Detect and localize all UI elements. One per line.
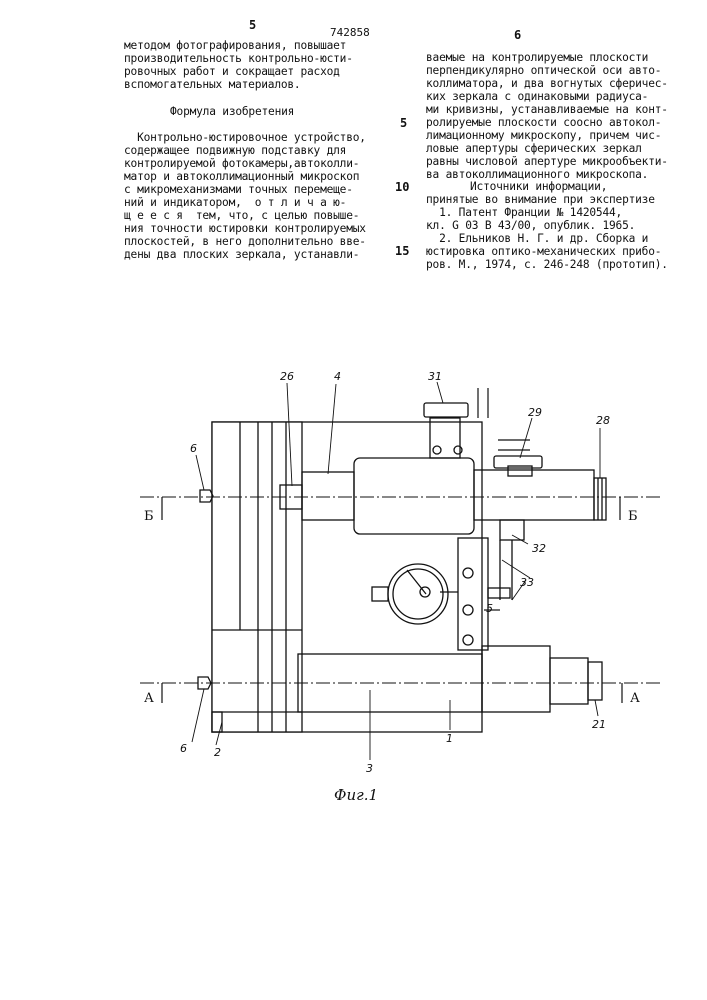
leader bbox=[437, 382, 443, 403]
dial-gauge-inner bbox=[393, 569, 443, 619]
leader bbox=[520, 418, 532, 458]
screw bbox=[463, 605, 473, 615]
part-label-31: 31 bbox=[428, 370, 442, 383]
leader bbox=[595, 700, 598, 716]
part-label-5: 5 bbox=[486, 602, 493, 615]
part-label-6-bottom: 6 bbox=[180, 742, 187, 755]
part-label-29: 29 bbox=[528, 406, 542, 419]
leader bbox=[328, 384, 336, 474]
leader bbox=[196, 455, 204, 490]
microscope-body bbox=[354, 458, 474, 534]
part-label-21: 21 bbox=[592, 718, 606, 731]
autocollimator-barrel bbox=[482, 646, 550, 712]
part-label-33: 33 bbox=[520, 576, 534, 589]
vertical-column bbox=[212, 422, 302, 732]
dial-needle bbox=[407, 570, 426, 594]
screw bbox=[463, 635, 473, 645]
knob-31-screw bbox=[433, 446, 441, 454]
microscope-barrel bbox=[474, 470, 594, 520]
figure-caption: Фиг.1 bbox=[334, 786, 378, 804]
part-label-1: 1 bbox=[446, 732, 453, 745]
section-mark-a-right: А bbox=[630, 691, 640, 706]
part-label-28: 28 bbox=[596, 414, 610, 427]
leader bbox=[192, 689, 204, 742]
autocollimator-end bbox=[588, 662, 602, 700]
part-label-6-top: 6 bbox=[190, 442, 197, 455]
part-label-4: 4 bbox=[334, 370, 341, 383]
knob-31 bbox=[424, 403, 468, 417]
indicator-plate bbox=[458, 538, 488, 650]
section-mark-a-left: А bbox=[144, 691, 154, 706]
microscope-end bbox=[594, 478, 606, 520]
indicator-rod bbox=[488, 588, 510, 598]
section-mark-b-left: Б bbox=[144, 509, 154, 524]
part-label-32: 32 bbox=[532, 542, 546, 555]
pin-top bbox=[200, 490, 213, 502]
knob-31-stem bbox=[430, 418, 460, 458]
bracket bbox=[500, 520, 524, 540]
autocollimator-eyepiece bbox=[550, 658, 588, 704]
dial-stem bbox=[372, 587, 388, 601]
part-label-2: 2 bbox=[214, 746, 221, 759]
screw bbox=[463, 568, 473, 578]
section-mark-b-right: Б bbox=[628, 509, 638, 524]
microscope-tube bbox=[302, 472, 354, 520]
knob-31-screw bbox=[454, 446, 462, 454]
part-label-26: 26 bbox=[280, 370, 294, 383]
dial-gauge bbox=[388, 564, 448, 624]
part-label-3: 3 bbox=[366, 762, 373, 775]
